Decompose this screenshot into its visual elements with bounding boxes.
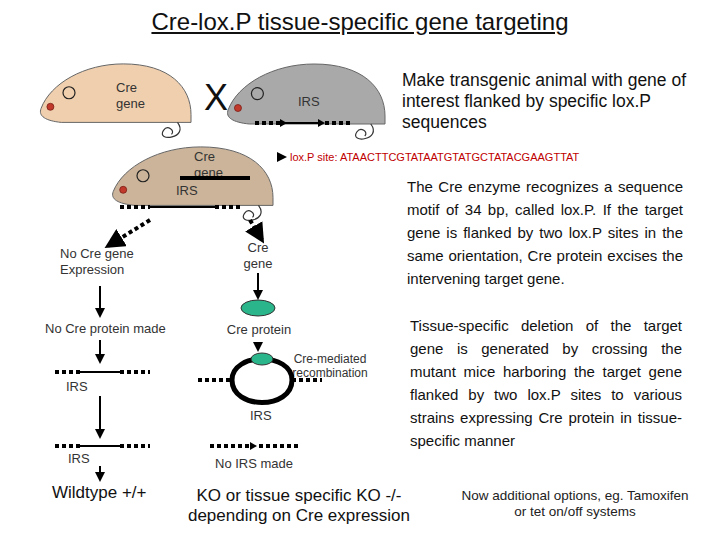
- gene-segment: [80, 445, 120, 447]
- mouse-body: [40, 64, 191, 123]
- node-text: Cre gene: [116, 80, 158, 111]
- dna-line: [55, 370, 80, 374]
- branch-arrow: [108, 220, 150, 246]
- dna-line: [55, 444, 80, 448]
- node-text: Cre protein: [218, 322, 300, 338]
- node-text: IRS: [176, 183, 216, 199]
- flow-arrow: [257, 273, 259, 298]
- mouse-ear: [251, 88, 263, 100]
- mouse-eye: [47, 103, 54, 110]
- pointer-triangle: [277, 152, 287, 162]
- result-label: No IRS made: [215, 456, 315, 472]
- mouse-shape: Cre gene: [38, 60, 193, 138]
- branch-label: No Cre protein made: [45, 321, 205, 337]
- mouse-ear: [63, 87, 75, 99]
- node-outline: [38, 60, 193, 138]
- loxp-triangle: [250, 442, 257, 450]
- mouse-shape: IRS: [225, 60, 387, 140]
- gene-label: IRS: [68, 451, 108, 467]
- gene-segment: [150, 206, 215, 208]
- node-text: Cre gene: [194, 149, 236, 180]
- mouse-shape: Cre geneIRS: [110, 143, 275, 221]
- dna-line: [198, 378, 232, 382]
- mouse-eye: [120, 186, 127, 193]
- mouse-tail: [243, 205, 261, 220]
- mouse-tail: [356, 124, 374, 139]
- diagram-title: Cre-lox.P tissue-specific gene targeting: [0, 8, 720, 37]
- genotype-label: KO or tissue specific KO -/- depending o…: [170, 486, 428, 527]
- cre-protein-symbol: [251, 353, 273, 365]
- mouse-eye: [234, 105, 241, 112]
- flow-arrow: [99, 466, 101, 480]
- flow-arrow: [257, 342, 259, 350]
- dna-line: [120, 444, 150, 448]
- mouse-body: [113, 147, 273, 206]
- protein-ellipse: Cre protein: [218, 298, 300, 342]
- explanation-text: Tissue-specific deletion of the target g…: [410, 314, 682, 452]
- gene-label: IRS: [250, 408, 290, 424]
- flow-arrow: [99, 340, 101, 362]
- mouse-tail: [162, 122, 180, 137]
- mouse-body: [228, 64, 385, 124]
- gene-segment: [80, 371, 120, 373]
- gene-label: IRS: [66, 379, 106, 395]
- dna-line: [210, 444, 250, 448]
- branch-arrow: [250, 220, 262, 240]
- recombination-loop: [232, 359, 292, 403]
- flow-arrow: [99, 396, 101, 437]
- dna-line: [120, 370, 150, 374]
- dna-line: [259, 444, 300, 448]
- explanation-text: The Cre enzyme recognizes a sequence mot…: [407, 175, 683, 290]
- node-text: IRS: [298, 94, 338, 110]
- process-label: Cre-mediated recombination: [282, 352, 378, 381]
- note-text: Make transgenic animal with gene of inte…: [402, 70, 690, 133]
- genotype-label: Wildtype +/+: [52, 483, 182, 503]
- branch-label: No Cre gene Expression: [60, 246, 170, 277]
- sequence-label: lox.P site: ATAACTTCGTATAATGTATGCTATACGA…: [290, 151, 620, 164]
- protein-shape: [241, 300, 275, 316]
- flow-arrow: [99, 286, 101, 316]
- mouse-ear: [137, 170, 149, 182]
- cross-symbol: X: [198, 76, 234, 119]
- gene-label: Cre gene: [236, 240, 280, 271]
- note-text: Now additional options, eg. Tamoxifen or…: [455, 488, 695, 520]
- node-outline: [110, 143, 275, 221]
